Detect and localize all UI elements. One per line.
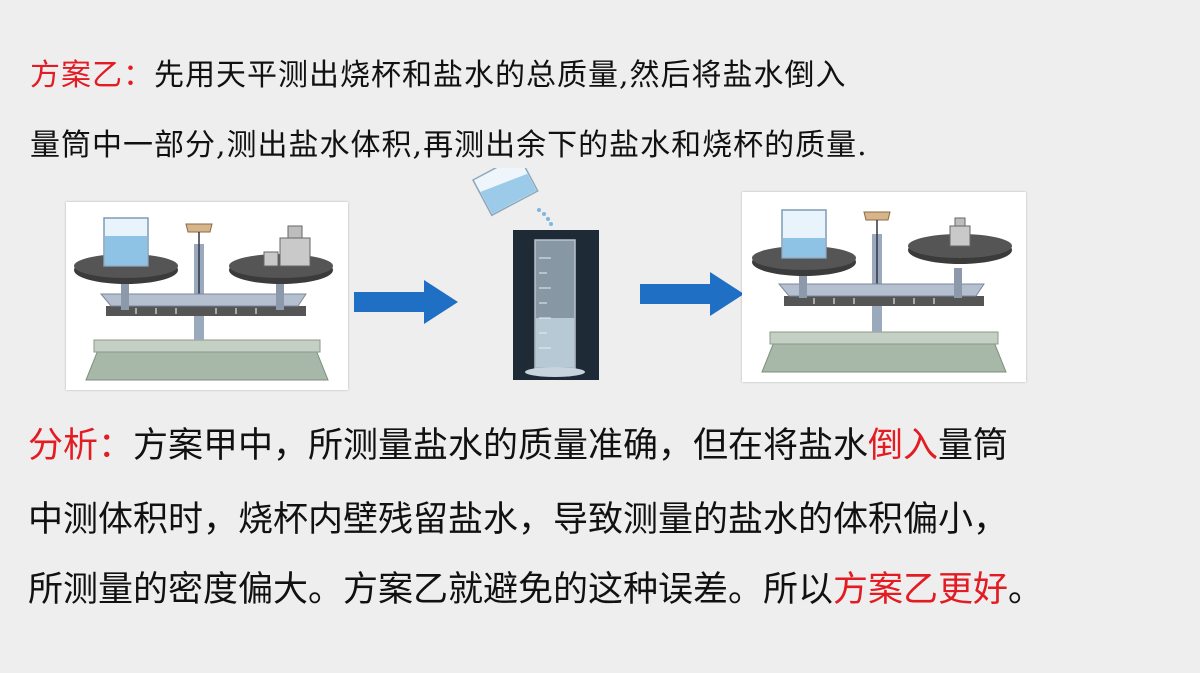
analysis-label: 分析： [28,426,134,466]
balance-before-image [66,202,348,390]
analysis-text-3a: 所测量的密度偏大。方案乙就避免的这种误差。所以 [28,570,834,610]
analysis-text-1a: 方案甲中，所测量盐水的质量准确，但在将盐水 [133,426,869,466]
balance-after-image [742,192,1026,382]
arrow-right-icon [354,280,458,324]
arrow-right-icon [640,272,744,316]
scheme-b-label: 方案乙： [30,58,154,93]
analysis-line-3: 所测量的密度偏大。方案乙就避免的这种误差。所以方案乙更好。 [28,561,1043,612]
analysis-highlight-pour: 倒入 [868,426,939,466]
scheme-b-text-1: 先用天平测出烧杯和盐水的总质量,然后将盐水倒入 [154,58,847,93]
analysis-text-3-end: 。 [1008,570,1044,610]
analysis-line-1: 分析：方案甲中，所测量盐水的质量准确，但在将盐水倒入量筒 [28,417,1008,468]
scheme-b-line-2: 量筒中一部分,测出盐水体积,再测出余下的盐水和烧杯的质量. [30,128,868,163]
analysis-text-1b: 量筒 [938,426,1009,466]
scheme-b-line-1: 方案乙：先用天平测出烧杯和盐水的总质量,然后将盐水倒入 [30,50,847,94]
analysis-line-2: 中测体积时，烧杯内壁残留盐水，导致测量的盐水的体积偏小， [28,500,1009,540]
analysis-highlight-conclusion: 方案乙更好 [833,570,1009,610]
graduated-cylinder-image [455,154,603,384]
